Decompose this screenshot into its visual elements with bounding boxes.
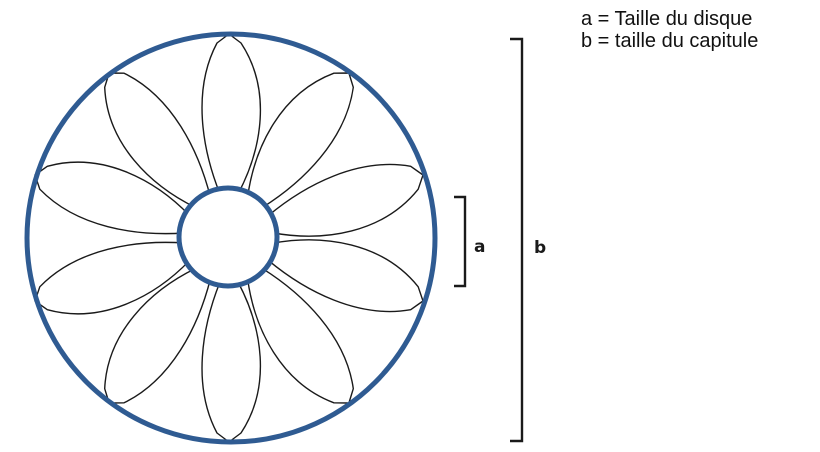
- ray-petal: [105, 268, 211, 403]
- ray-petal: [35, 242, 190, 313]
- central-disc: [179, 188, 277, 286]
- head-size-bracket: [510, 39, 522, 441]
- head-size-label: b: [534, 238, 546, 258]
- ray-petal: [268, 240, 423, 312]
- disc-size-bracket: [454, 197, 465, 286]
- ray-petal: [248, 268, 354, 403]
- legend-disc-size: a = Taille du disque: [581, 8, 758, 30]
- legend: a = Taille du disque b = taille du capit…: [581, 8, 758, 52]
- ray-petal: [105, 73, 211, 208]
- ray-petal: [202, 34, 260, 194]
- ray-petal: [35, 162, 190, 233]
- ray-petal: [268, 165, 423, 237]
- ray-petal: [248, 73, 354, 208]
- ray-petal: [202, 282, 260, 442]
- legend-head-size: b = taille du capitule: [581, 30, 758, 52]
- disc-size-label: a: [474, 237, 485, 257]
